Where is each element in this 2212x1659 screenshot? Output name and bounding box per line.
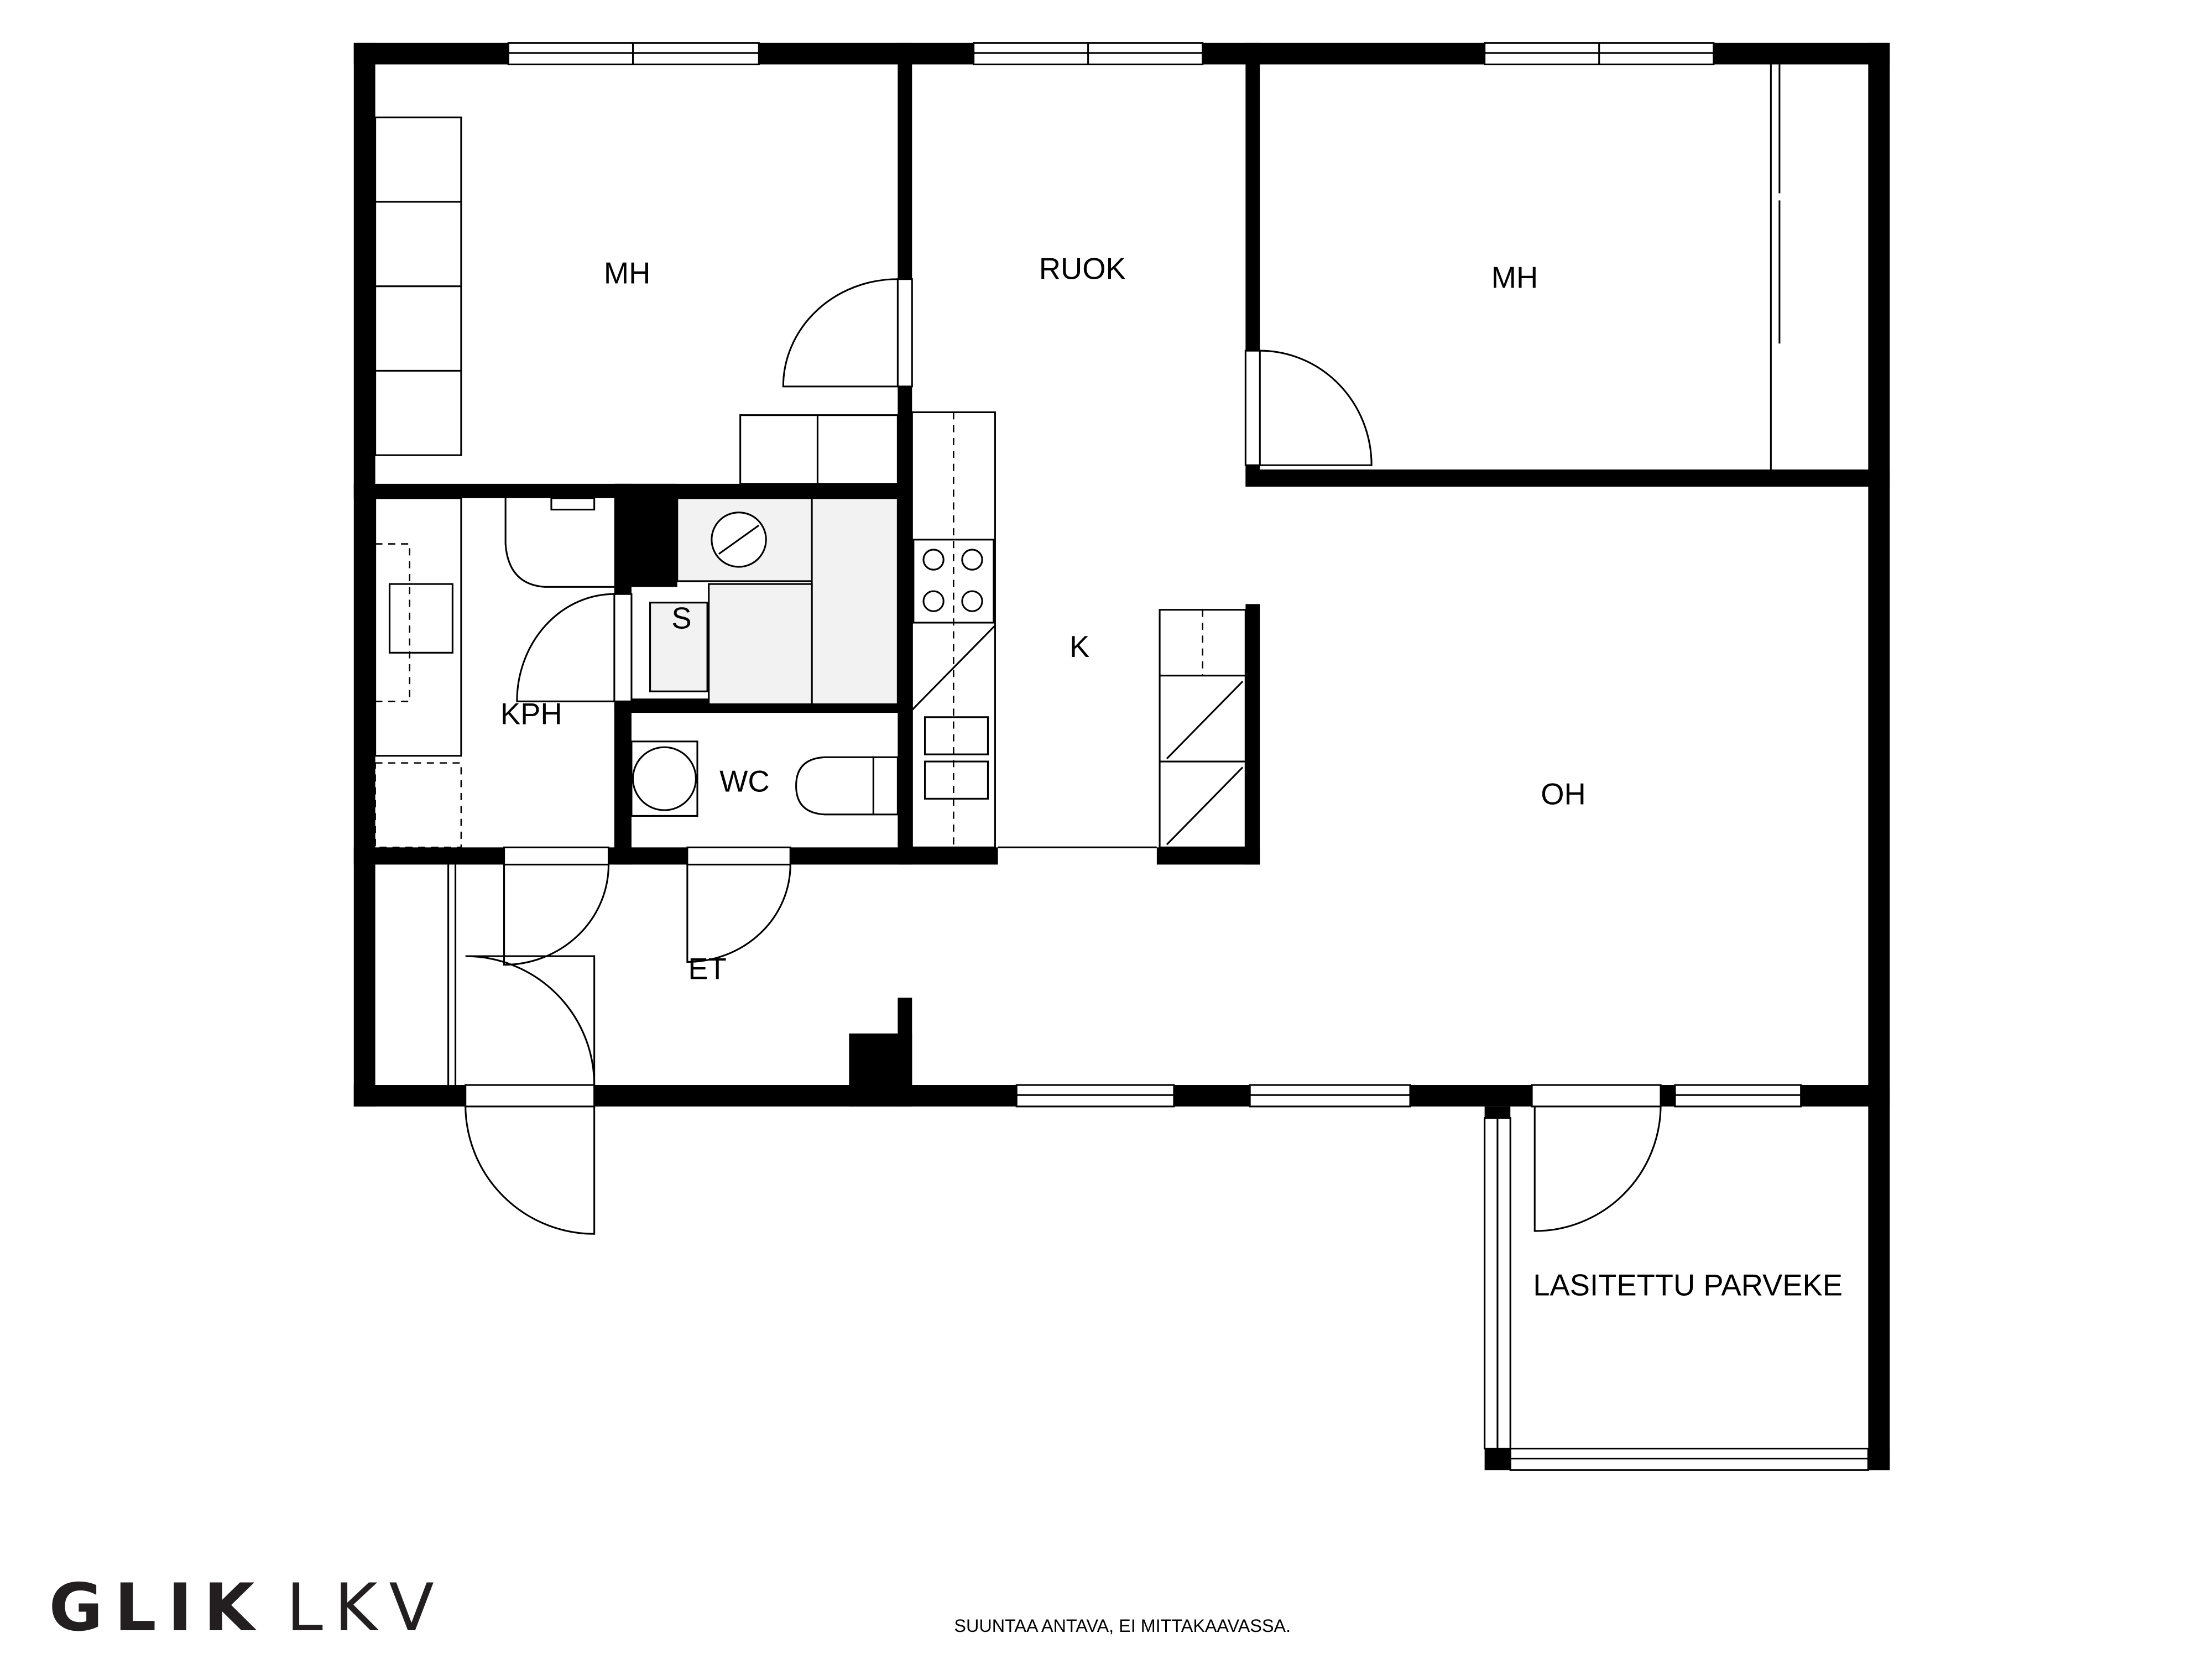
room-label-k: K <box>1070 630 1089 664</box>
room-label-kph: KPH <box>500 697 562 731</box>
room-labels: MH RUOK MH S K KPH WC OH ET LASITETTU PA… <box>500 252 1843 1302</box>
logo-bold: GLIK <box>49 1569 266 1646</box>
windows <box>465 42 1869 1471</box>
room-label-lasitettu-parveke: LASITETTU PARVEKE <box>1533 1269 1843 1302</box>
room-label-mh-2: MH <box>1491 260 1538 294</box>
room-label-ruok: RUOK <box>1039 252 1126 286</box>
room-label-et: ET <box>688 952 726 985</box>
logo-light: LKV <box>286 1569 446 1646</box>
doors <box>447 64 1781 1235</box>
room-label-oh: OH <box>1541 778 1586 811</box>
room-label-wc: WC <box>719 764 770 798</box>
logo: GLIK LKV <box>49 1569 445 1646</box>
room-label-mh-1: MH <box>604 257 651 290</box>
fixtures <box>374 116 1246 848</box>
disclaimer-note: SUUNTAA ANTAVA, EI MITTAKAAVASSA. <box>954 1616 1291 1636</box>
room-label-s: S <box>671 601 691 635</box>
